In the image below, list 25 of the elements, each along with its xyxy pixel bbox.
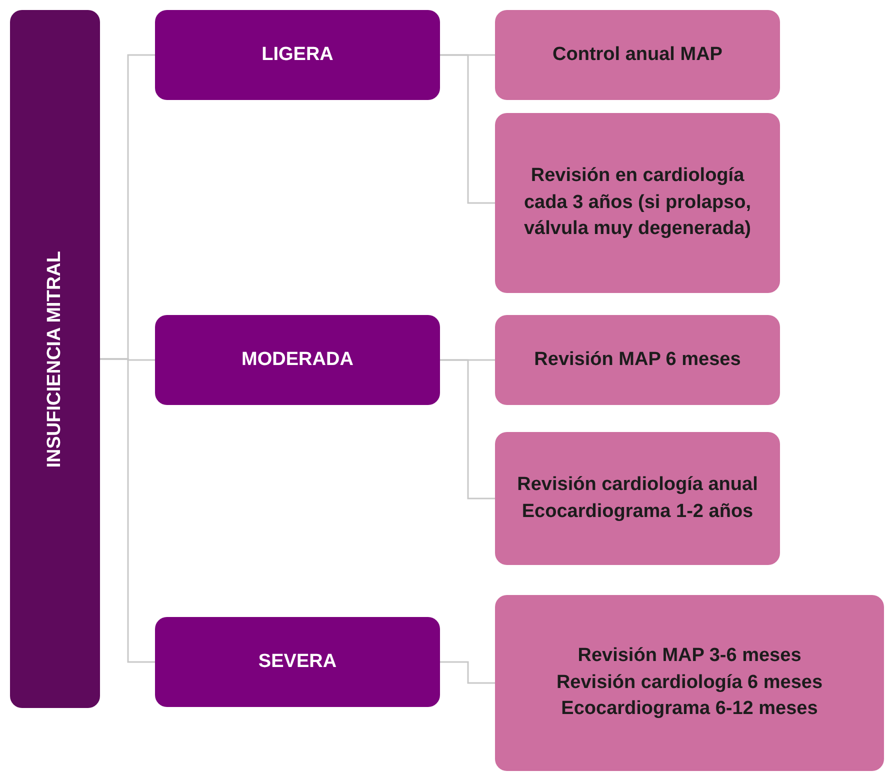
node-label: Revisión MAP 6 meses	[534, 348, 741, 372]
category-box	[495, 10, 780, 100]
connector-line	[440, 54, 495, 204]
category-box	[155, 617, 440, 707]
node-label: LIGERA	[262, 42, 334, 67]
node-label: SEVERA	[258, 650, 337, 674]
node-label: Ecocardiograma 1-2 años	[522, 500, 754, 524]
node-label: Control anual MAP	[552, 42, 722, 67]
node-label: INSUFICIENCIA MITRAL	[44, 250, 66, 468]
category-bar	[10, 10, 100, 708]
node-label: Revisión cardiología anual	[517, 472, 758, 497]
node-label: MODERADA	[242, 348, 354, 372]
node-label: Ecocardiograma 6-12 meses	[561, 697, 818, 722]
node-label: Revisión cardiología 6 meses	[556, 670, 823, 695]
node-label: Revisión MAP 3-6 meses	[578, 644, 802, 668]
connector-line	[100, 358, 155, 663]
category-box	[155, 10, 440, 100]
connector-line	[440, 359, 495, 500]
category-box	[495, 595, 884, 771]
connector-line	[440, 661, 495, 684]
category-box	[495, 432, 780, 565]
category-box	[155, 315, 440, 405]
category-box	[495, 113, 780, 293]
node-label: Revisión en cardiología cada 3 años (si prolapso, válvula muy degenerada)	[522, 164, 752, 242]
category-box	[495, 315, 780, 405]
